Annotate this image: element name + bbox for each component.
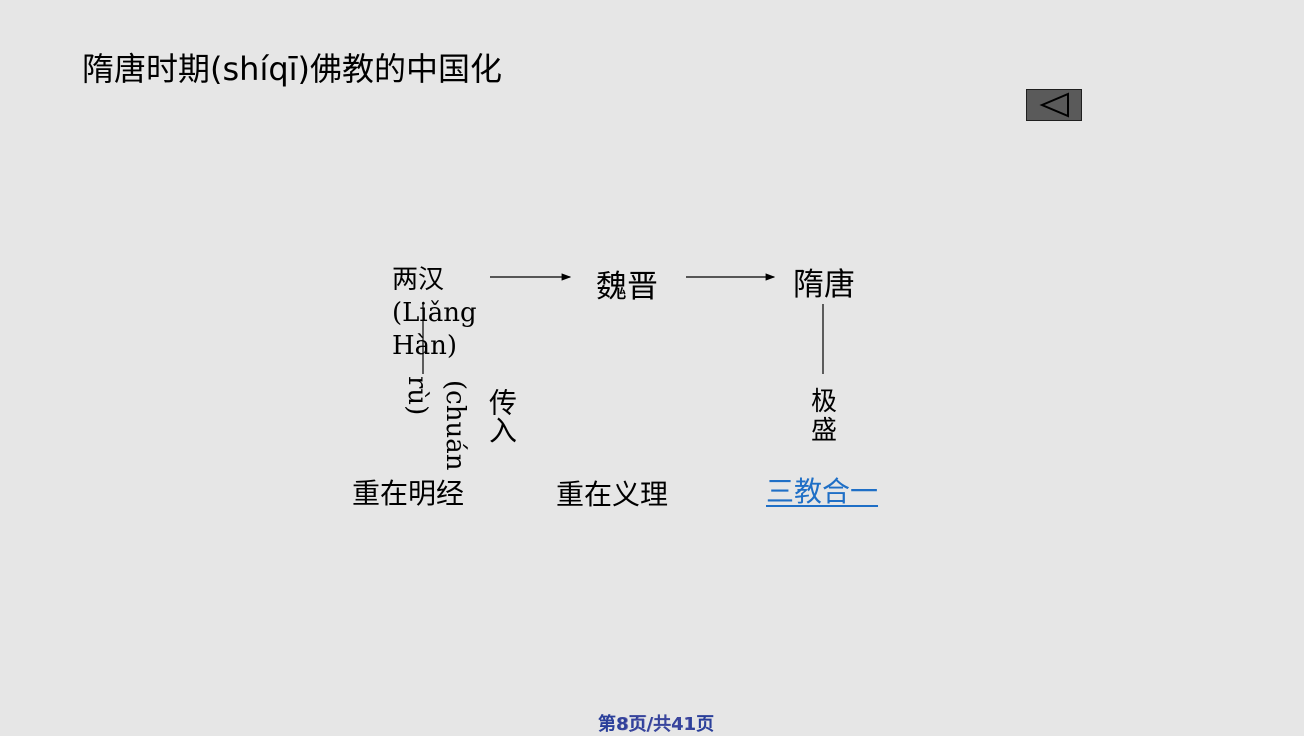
page-indicator-text: 第8页/共41页 (598, 714, 715, 735)
node-lianghan-label: 两汉 (392, 265, 445, 295)
label-weijin-focus: 重在义理 (556, 478, 669, 511)
node-lianghan-pinyin-2: Hàn) (392, 331, 458, 361)
page-indicator: 第8页/共41页 8页/共41 (598, 710, 714, 736)
node-suitang: 隋唐 (793, 267, 855, 303)
node-lianghan: 两汉 (Liǎng Hàn) (392, 264, 477, 363)
back-button[interactable] (1026, 89, 1082, 121)
label-han-focus: 重在明经 (352, 477, 465, 510)
link-sanjiao-heyi[interactable]: 三教合一 (766, 475, 879, 508)
page-title: 隋唐时期(shíqī)佛教的中国化 (82, 50, 503, 88)
label-ru-pinyin: rù) (402, 376, 432, 416)
label-jisheng: 极盛 (810, 387, 837, 446)
label-chuanru: 传入 (485, 388, 518, 444)
page-indicator-overlay: 8页/共41 (618, 714, 695, 735)
node-lianghan-pinyin-1: (Liǎng (392, 298, 477, 328)
node-weijin: 魏晋 (596, 269, 658, 305)
label-chuan-pinyin: (chuán (440, 380, 470, 471)
triangle-left-icon (1039, 92, 1069, 118)
